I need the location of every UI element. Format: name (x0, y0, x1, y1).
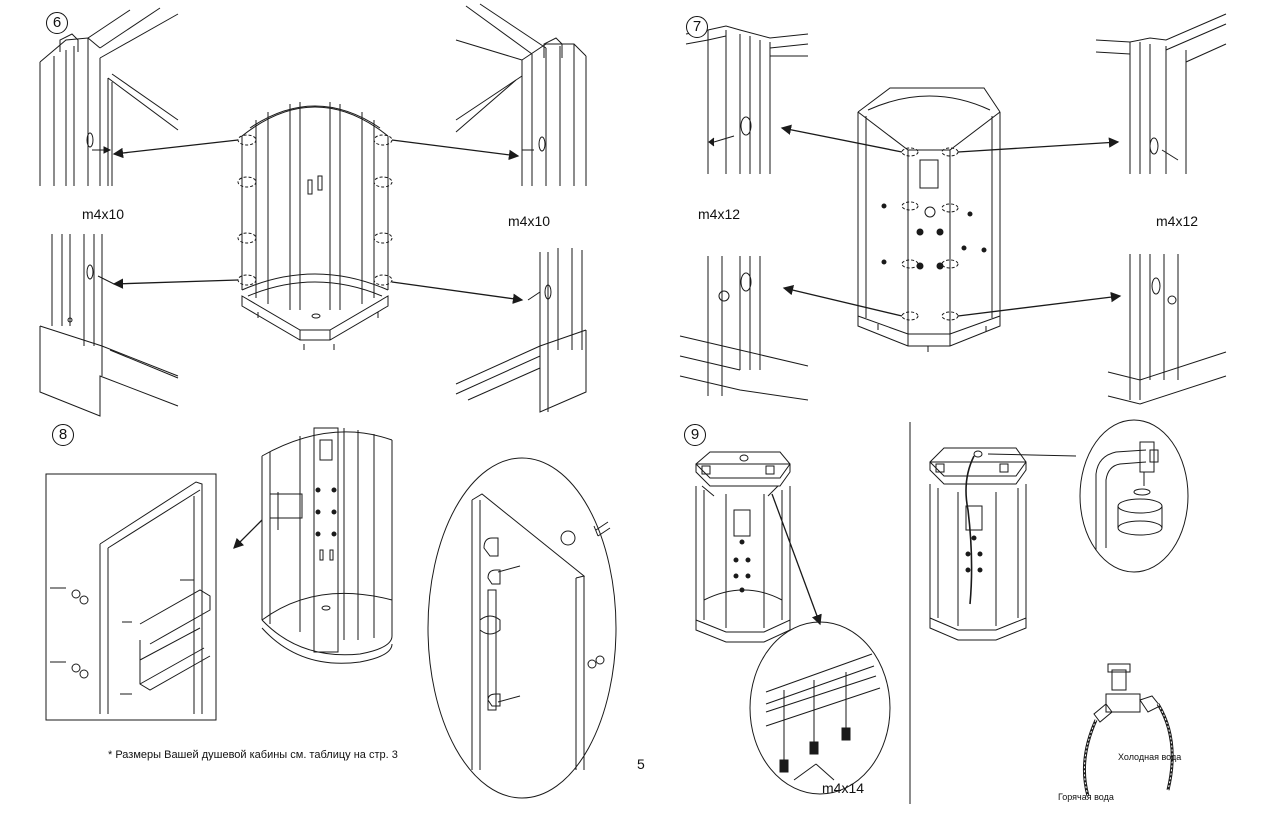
screw-label-step7-left: m4x12 (698, 206, 741, 222)
page-number: 5 (637, 756, 645, 772)
step7-bottom-left-detail (680, 256, 808, 400)
hot-water-label: Горячая вода (1058, 792, 1114, 802)
step9-connector-detail (1080, 420, 1188, 572)
step9-arrow (772, 494, 822, 626)
step-number-7: 7 (686, 16, 708, 38)
step7-top-right-detail (1096, 14, 1226, 174)
screw-label-step6-right: m4x10 (508, 213, 551, 229)
step6-bottom-right-detail (456, 248, 586, 412)
step9-circle-detail (750, 622, 890, 794)
step7-arrows (780, 124, 1122, 316)
step7-top-left-detail (686, 26, 808, 174)
step8-shower-cabin (262, 428, 392, 663)
step6-arrows (112, 140, 524, 304)
step9-mixer-hoses (1084, 664, 1172, 796)
step-number-6: 6 (46, 12, 68, 34)
step8-arrow (233, 520, 262, 549)
step7-shower-cabin (858, 88, 1000, 352)
step8-door-detail (46, 474, 216, 720)
screw-label-step6-left: m4x10 (82, 206, 125, 222)
screw-label-step9: m4x14 (822, 780, 865, 796)
step6-bottom-left-detail (40, 234, 178, 416)
screw-label-step7-right: m4x12 (1156, 213, 1199, 229)
step6-shower-cabin (238, 102, 392, 350)
step9-cabin-top-mounting (696, 452, 790, 642)
step8-ellipse-detail (428, 458, 616, 798)
step-number-9: 9 (684, 424, 706, 446)
step-number-8: 8 (52, 424, 74, 446)
step6-top-right-detail (456, 4, 586, 186)
dimensions-footnote: * Размеры Вашей душевой кабины см. табли… (108, 749, 398, 761)
step7-bottom-right-detail (1108, 254, 1226, 404)
step6-top-left-detail (40, 8, 178, 186)
cold-water-label: Холодная вода (1118, 752, 1182, 762)
step9-cabin-hose (930, 448, 1076, 640)
